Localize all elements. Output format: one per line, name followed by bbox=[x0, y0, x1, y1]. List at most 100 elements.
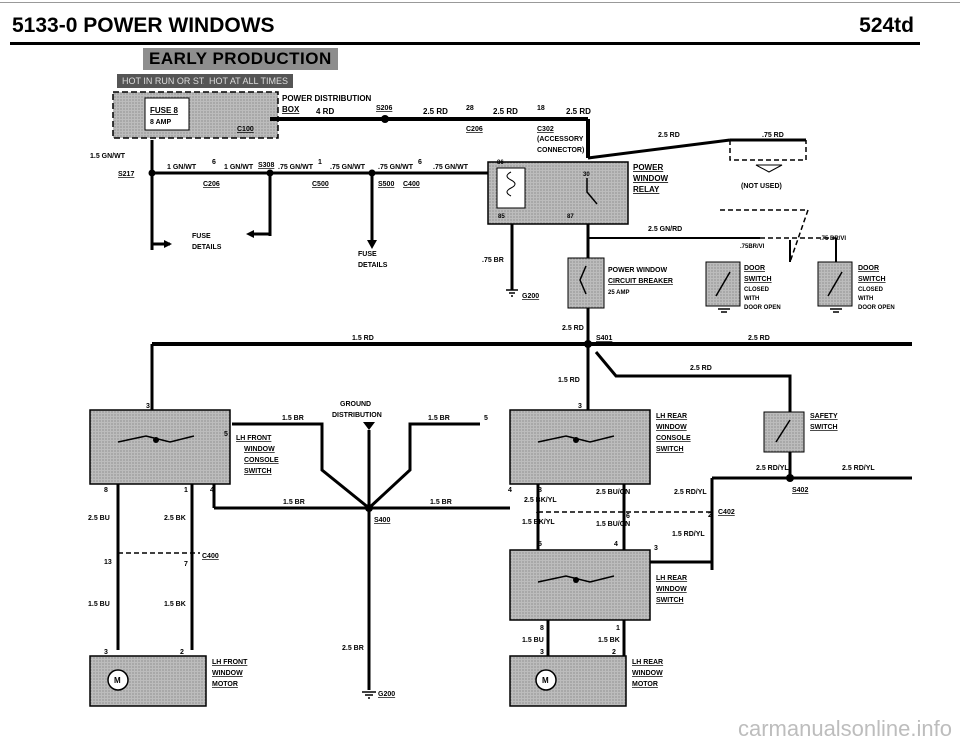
wire-label: 1 GN/WT bbox=[167, 164, 197, 171]
door-switch-label: CLOSED bbox=[744, 287, 770, 293]
pin-label: 18 bbox=[537, 105, 545, 112]
pin-label: 3 bbox=[104, 649, 108, 656]
wire-label: 2.5 RD/YL bbox=[674, 489, 707, 496]
splice-s308: S308 bbox=[258, 162, 274, 169]
wire-label: 1.5 RD bbox=[352, 335, 374, 342]
pin-label: 3 bbox=[578, 403, 582, 410]
ground-g200: G200 bbox=[522, 293, 539, 300]
switch-label: SWITCH bbox=[656, 446, 684, 453]
pin-label: 87 bbox=[567, 214, 574, 220]
wire-label: 1.5 BK bbox=[164, 601, 186, 608]
pin-label: 13 bbox=[104, 559, 112, 566]
fuse-amp: 8 AMP bbox=[150, 119, 171, 126]
safety-label: SWITCH bbox=[810, 424, 838, 431]
wire-label: 1.5 RD bbox=[558, 377, 580, 384]
pin-label: 5 bbox=[538, 541, 542, 548]
wire-label: 1.5 BR bbox=[430, 499, 452, 506]
switch-label: LH FRONT bbox=[236, 435, 272, 442]
door-switch-label: SWITCH bbox=[858, 276, 886, 283]
early-production-banner: EARLY PRODUCTION bbox=[143, 48, 338, 70]
splice-s217: S217 bbox=[118, 171, 134, 178]
wire-label: 1.5 BR bbox=[428, 415, 450, 422]
watermark: carmanualsonline.info bbox=[737, 716, 952, 741]
wire-label: 1.5 BK bbox=[598, 637, 620, 644]
switch-label: CONSOLE bbox=[656, 435, 691, 442]
motor-label: WINDOW bbox=[632, 670, 663, 677]
motor-label: LH FRONT bbox=[212, 659, 248, 666]
pin-label: 28 bbox=[466, 105, 474, 112]
conn-c400: C400 bbox=[403, 181, 420, 188]
switch-label: WINDOW bbox=[656, 424, 687, 431]
pin-label: 6 bbox=[626, 513, 630, 520]
not-used-label: (NOT USED) bbox=[741, 183, 782, 190]
pin-label: 4 bbox=[508, 487, 512, 494]
motor-label: MOTOR bbox=[632, 681, 658, 688]
safety-switch bbox=[763, 411, 805, 453]
wire-label: 1.5 BU/GN bbox=[596, 521, 630, 528]
door-switch-label: DOOR OPEN bbox=[858, 305, 895, 311]
safety-label: SAFETY bbox=[810, 413, 838, 420]
pin-label: 1 bbox=[616, 625, 620, 632]
pin-label: 6 bbox=[212, 159, 216, 166]
fuse-details-label: FUSE bbox=[192, 233, 211, 240]
conn-c302: C302 bbox=[537, 126, 554, 133]
pin-label: 4 bbox=[210, 487, 214, 494]
wire-label: .75 GN/WT bbox=[378, 164, 414, 171]
wire-label: 2.5 RD/YL bbox=[842, 465, 875, 472]
pin-label: 1 bbox=[184, 487, 188, 494]
conn-c206: C206 bbox=[466, 126, 483, 133]
top-border bbox=[0, 2, 960, 3]
model-code: 524td bbox=[859, 14, 914, 37]
splice-s402: S402 bbox=[792, 487, 808, 494]
wire-label: .75 GN/WT bbox=[278, 164, 314, 171]
door-switch-label: WITH bbox=[858, 296, 873, 302]
pin-label: 3 bbox=[654, 545, 658, 552]
relay-label: POWER bbox=[633, 163, 663, 172]
pin-label: 30 bbox=[583, 172, 590, 178]
wire-label: 2.5 BR bbox=[342, 645, 364, 652]
accessory-label: (ACCESSORY bbox=[537, 136, 584, 143]
wire-label: 1.5 BK/YL bbox=[522, 519, 555, 526]
switch-label: SWITCH bbox=[244, 468, 272, 475]
wire-label: 2.5 RD bbox=[690, 365, 712, 372]
connector-label: CONNECTOR) bbox=[537, 147, 584, 154]
ground-dist-label: GROUND bbox=[340, 401, 371, 408]
fuse-details-label: DETAILS bbox=[358, 262, 388, 269]
cb-label: CIRCUIT BREAKER bbox=[608, 278, 673, 285]
wire-label: 2.5 BU/GN bbox=[596, 489, 630, 496]
wire-label: 2.5 RD bbox=[493, 107, 518, 116]
circuit-breaker bbox=[567, 257, 605, 309]
switch-label: WINDOW bbox=[244, 446, 275, 453]
switch-label: SWITCH bbox=[656, 597, 684, 604]
pin-label: 1 bbox=[318, 159, 322, 166]
wire-label: 1.5 RD/YL bbox=[672, 531, 705, 538]
lh-rear-console-switch bbox=[509, 409, 651, 485]
motor-symbol: M bbox=[542, 676, 549, 685]
pdb-box: BOX bbox=[282, 105, 300, 114]
wire-label: 1.5 BR bbox=[283, 499, 305, 506]
lh-rear-window-motor bbox=[509, 655, 627, 707]
motor-label: MOTOR bbox=[212, 681, 238, 688]
motor-symbol: M bbox=[114, 676, 121, 685]
door-switch-label: DOOR OPEN bbox=[744, 305, 781, 311]
wire-label: 2.5 RD/YL bbox=[756, 465, 789, 472]
wire-label: .75 BR bbox=[482, 257, 504, 264]
wire-label: 1.5 BR bbox=[282, 415, 304, 422]
pin-label: 3 bbox=[540, 649, 544, 656]
wire-label: .75 GN/WT bbox=[433, 164, 469, 171]
page-title: 5133-0 POWER WINDOWS bbox=[12, 14, 275, 37]
pin-label: 6 bbox=[418, 159, 422, 166]
conn-c400b: C400 bbox=[202, 553, 219, 560]
relay-label: RELAY bbox=[633, 185, 660, 194]
fuse-details-label: FUSE bbox=[358, 251, 377, 258]
wire-label: 2.5 BK/YL bbox=[524, 497, 557, 504]
cb-label: POWER WINDOW bbox=[608, 267, 667, 274]
cb-label: 25 AMP bbox=[608, 290, 629, 296]
wire-label: 1.5 BU bbox=[88, 601, 110, 608]
switch-label: WINDOW bbox=[656, 586, 687, 593]
wire-label: 1.5 BU bbox=[522, 637, 544, 644]
relay-label: WINDOW bbox=[633, 174, 669, 183]
switch-label: CONSOLE bbox=[244, 457, 279, 464]
lh-rear-window-switch bbox=[509, 549, 651, 621]
